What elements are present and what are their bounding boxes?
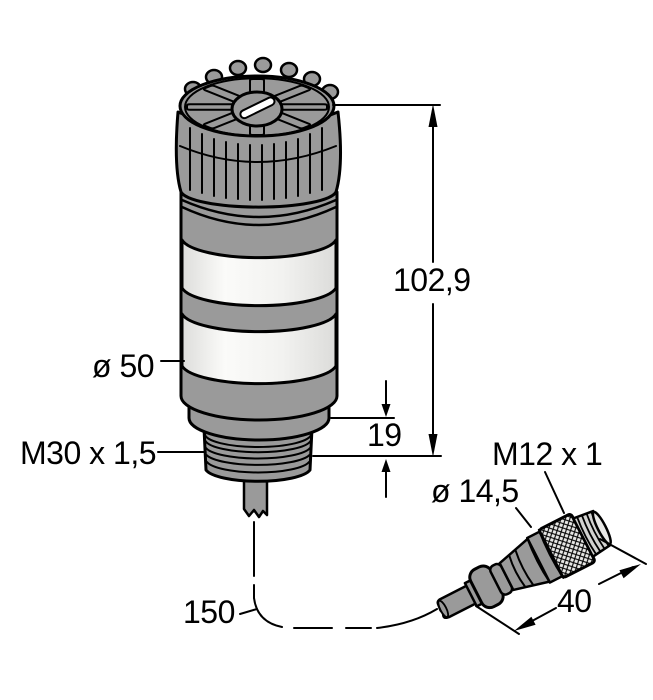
boot-cone-rings	[508, 549, 535, 588]
knurled-grip	[537, 513, 596, 579]
dim-thread-length	[330, 380, 395, 498]
cable-route	[253, 521, 438, 629]
beacon-cap	[174, 56, 342, 209]
dim-total-height	[312, 104, 442, 457]
leader-cable-length	[239, 608, 258, 615]
label-mounting-thread: M30 x 1,5	[20, 435, 156, 471]
dim-connector-length	[475, 538, 647, 635]
dimension-labels: 102,9 ø 50 M30 x 1,5 19 M12 x 1 ø 14,5 4…	[20, 262, 603, 630]
mounting-thread	[202, 426, 314, 483]
tip-thread-lines	[576, 510, 610, 556]
m12-connector	[436, 509, 613, 620]
label-body-diameter: ø 50	[92, 348, 154, 384]
label-cable-length: 150	[183, 594, 235, 630]
label-connector-diameter: ø 14,5	[431, 473, 519, 509]
thread-ridges	[204, 433, 312, 474]
dimension-lines	[157, 104, 647, 635]
label-connector-length: 40	[557, 583, 592, 619]
cap-rib-shelf	[179, 145, 337, 163]
label-thread-length: 19	[367, 417, 402, 453]
cap-screw-slot	[239, 96, 276, 120]
tower-light-beacon	[174, 56, 342, 519]
cap-ribs	[189, 127, 323, 201]
leader-connector-diameter	[515, 507, 532, 528]
cable-break-face	[437, 599, 450, 618]
label-total-height: 102,9	[393, 262, 471, 298]
cap-spokes	[185, 78, 329, 136]
body-edge	[526, 536, 551, 584]
beacon-body	[179, 190, 339, 422]
neck-rings	[180, 198, 338, 227]
label-connector-thread: M12 x 1	[492, 436, 602, 472]
leader-connector-thread	[544, 471, 565, 514]
